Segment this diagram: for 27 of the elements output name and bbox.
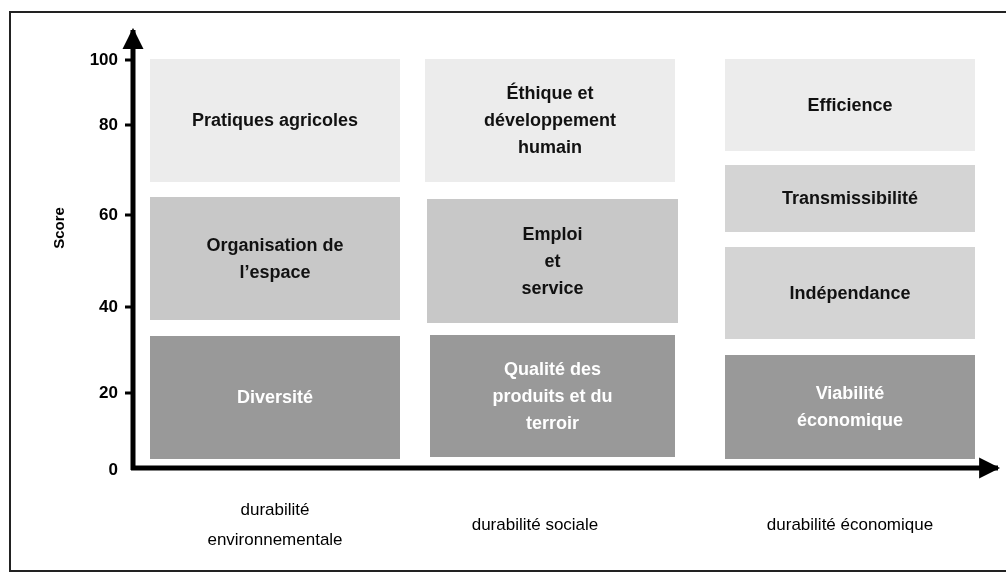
tick-label: 0: [108, 460, 118, 480]
tick-label: 80: [99, 115, 118, 135]
category-label: durabilité économique: [765, 514, 935, 536]
box-label: Diversité: [236, 386, 313, 409]
category-box: [725, 355, 975, 459]
box-label: Pratiques agricoles: [191, 109, 359, 132]
tick-label: 100: [89, 50, 118, 70]
category-box: [725, 165, 975, 232]
box-label: Viabilité économique: [796, 382, 904, 432]
box-label: Organisation de l’espace: [205, 233, 345, 284]
tick-label: 40: [99, 297, 118, 317]
box-label: Transmissibilité: [781, 187, 919, 210]
tick-label: 20: [99, 383, 118, 403]
box-label: Efficience: [807, 93, 893, 117]
category-box: [150, 197, 400, 320]
category-box: [150, 336, 400, 459]
tick-label: 60: [99, 205, 118, 225]
box-label: Indépendance: [789, 281, 911, 305]
box-label: Qualité des produits et du terroir: [491, 357, 614, 435]
box-label: Éthique et développement humain: [483, 81, 617, 159]
category-box: [725, 247, 975, 339]
category-box: [430, 335, 675, 457]
category-label: durabilité environnementale: [206, 499, 344, 551]
category-label: durabilité sociale: [470, 514, 600, 536]
box-label: Emploi et service: [520, 222, 585, 300]
category-box: [427, 199, 678, 323]
axis-title: Score: [49, 207, 67, 249]
